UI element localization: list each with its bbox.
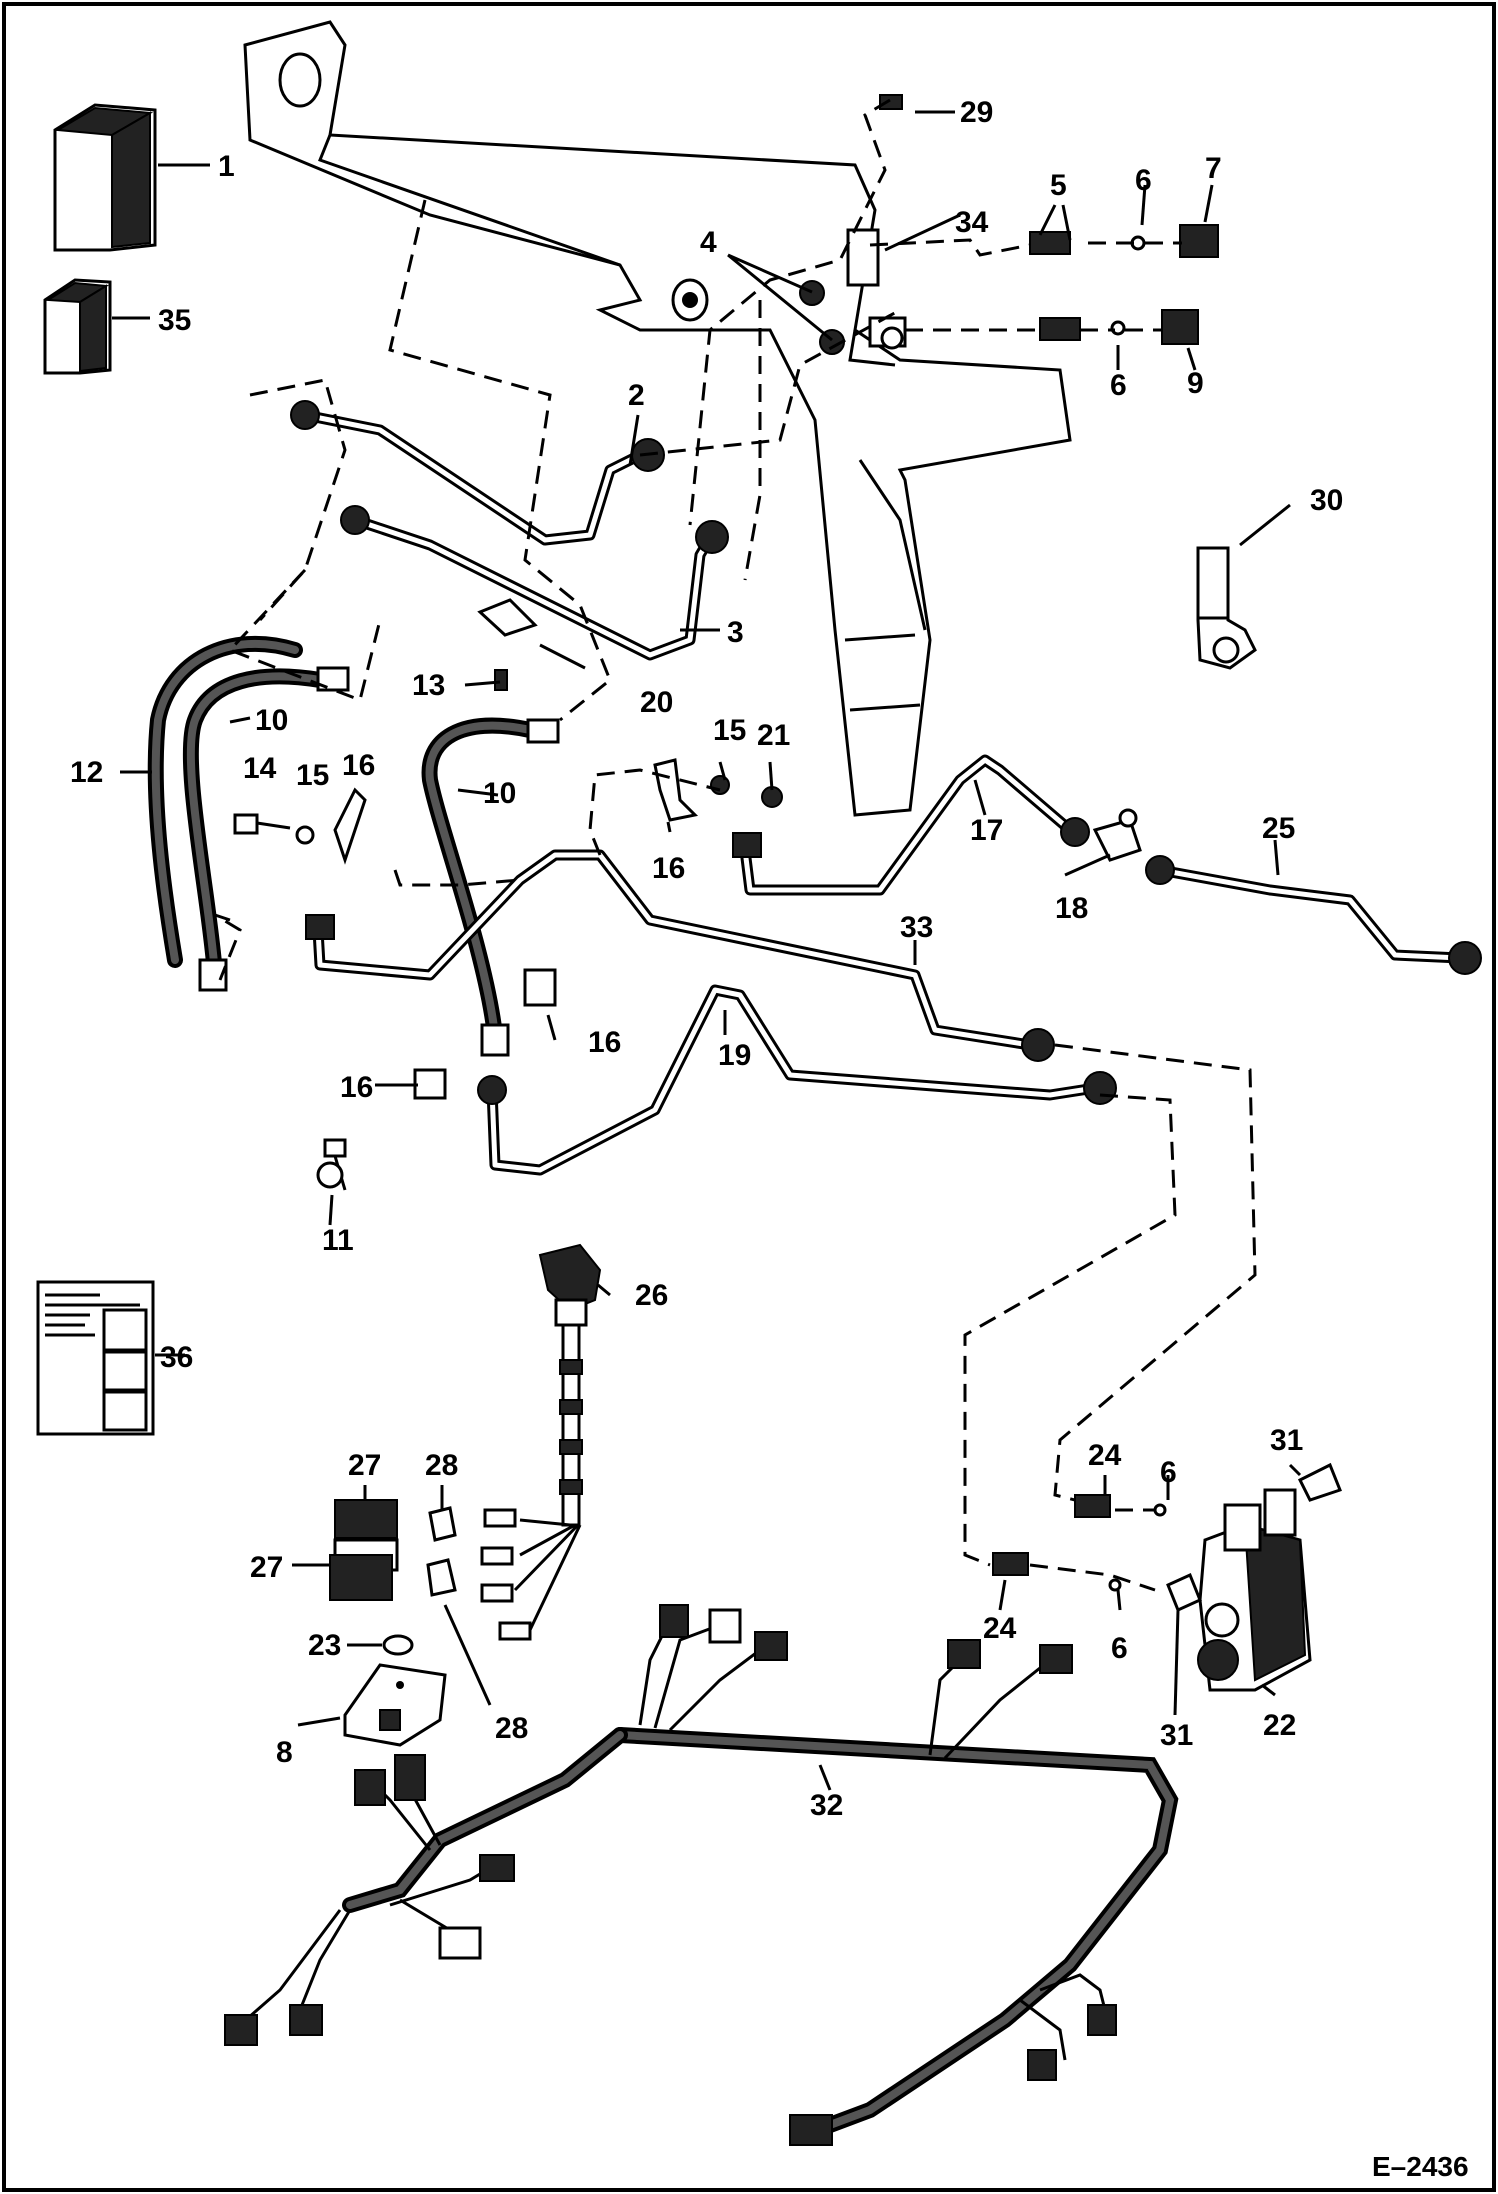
callout-labels: 1 2 3 4 5 6 6 6 6 7 8 9 10 10 11 12 13 1… <box>70 96 1343 1822</box>
leader-lines <box>112 110 1302 1791</box>
callout-32: 32 <box>810 1789 843 1822</box>
callout-31-bottom: 31 <box>1160 1719 1193 1752</box>
callout-10-left: 10 <box>255 704 288 737</box>
callout-2: 2 <box>628 379 645 412</box>
callout-5: 5 <box>1050 169 1067 202</box>
callout-24-bottom: 24 <box>983 1612 1017 1645</box>
callout-26: 26 <box>635 1279 668 1312</box>
diagram-code: E–2436 <box>1372 2151 1469 2182</box>
callout-15-right: 15 <box>713 714 746 747</box>
callout-16-b: 16 <box>652 852 685 885</box>
callout-34: 34 <box>955 206 989 239</box>
fittings-top-right <box>799 94 1257 670</box>
clamp-20 <box>477 598 538 691</box>
tube-17 <box>732 754 1076 896</box>
hose-12 <box>147 635 303 968</box>
callout-12: 12 <box>70 756 103 789</box>
callout-4: 4 <box>700 226 717 259</box>
decal-box-35 <box>43 278 112 375</box>
callout-36: 36 <box>160 1341 193 1374</box>
connectors-27-28 <box>329 1499 457 1601</box>
callout-10-right: 10 <box>483 777 516 810</box>
callout-28-top: 28 <box>425 1449 458 1482</box>
callout-6-mid: 6 <box>1110 369 1127 402</box>
tube-33 <box>305 849 1055 1062</box>
hose-10a <box>182 666 350 992</box>
callout-24-top: 24 <box>1088 1439 1122 1472</box>
callout-7: 7 <box>1205 152 1222 185</box>
callout-9: 9 <box>1187 367 1204 400</box>
tube-3 <box>340 505 729 661</box>
callout-13: 13 <box>412 669 445 702</box>
callout-20: 20 <box>640 686 673 719</box>
callout-16-a: 16 <box>342 749 375 782</box>
callout-18: 18 <box>1055 892 1088 925</box>
tee-18 <box>1060 808 1142 862</box>
callout-29: 29 <box>960 96 993 129</box>
tube-25 <box>1145 855 1482 975</box>
decal-36 <box>36 1280 155 1436</box>
switch-26 <box>480 1243 602 1641</box>
callout-22: 22 <box>1263 1709 1296 1742</box>
harness-32 <box>224 1604 1179 2146</box>
callout-21: 21 <box>757 719 790 752</box>
callout-17: 17 <box>970 814 1003 847</box>
box-8 <box>343 1634 447 1747</box>
callout-8: 8 <box>276 1736 293 1769</box>
valve-22 <box>992 1462 1342 1692</box>
loader-arm <box>243 20 1072 817</box>
callout-6-top: 6 <box>1135 164 1152 197</box>
tube-19 <box>477 984 1117 1176</box>
callout-23: 23 <box>308 1629 341 1662</box>
callout-11: 11 <box>322 1224 354 1257</box>
callout-6-valve-bottom: 6 <box>1111 1632 1128 1665</box>
decal-box-1 <box>53 103 157 252</box>
hose-10b <box>421 717 560 1057</box>
callout-6-valve-top: 6 <box>1160 1456 1177 1489</box>
callout-16-d: 16 <box>340 1071 373 1104</box>
callout-19: 19 <box>718 1039 751 1072</box>
callout-16-c: 16 <box>588 1026 621 1059</box>
callout-3: 3 <box>727 616 744 649</box>
callout-27-top: 27 <box>348 1449 381 1482</box>
callout-28-bottom: 28 <box>495 1712 528 1745</box>
tube-2 <box>290 400 665 546</box>
callout-30: 30 <box>1310 484 1343 517</box>
callout-27-bottom: 27 <box>250 1551 283 1584</box>
callout-25: 25 <box>1262 812 1295 845</box>
callout-15-left: 15 <box>296 759 329 792</box>
dashed-routing <box>214 98 1257 1592</box>
callout-31-top: 31 <box>1270 1424 1303 1457</box>
callout-35: 35 <box>158 304 191 337</box>
clamp-group-left <box>233 787 557 1191</box>
callout-1: 1 <box>218 150 235 183</box>
callout-14: 14 <box>243 752 277 785</box>
callout-33: 33 <box>900 911 933 944</box>
